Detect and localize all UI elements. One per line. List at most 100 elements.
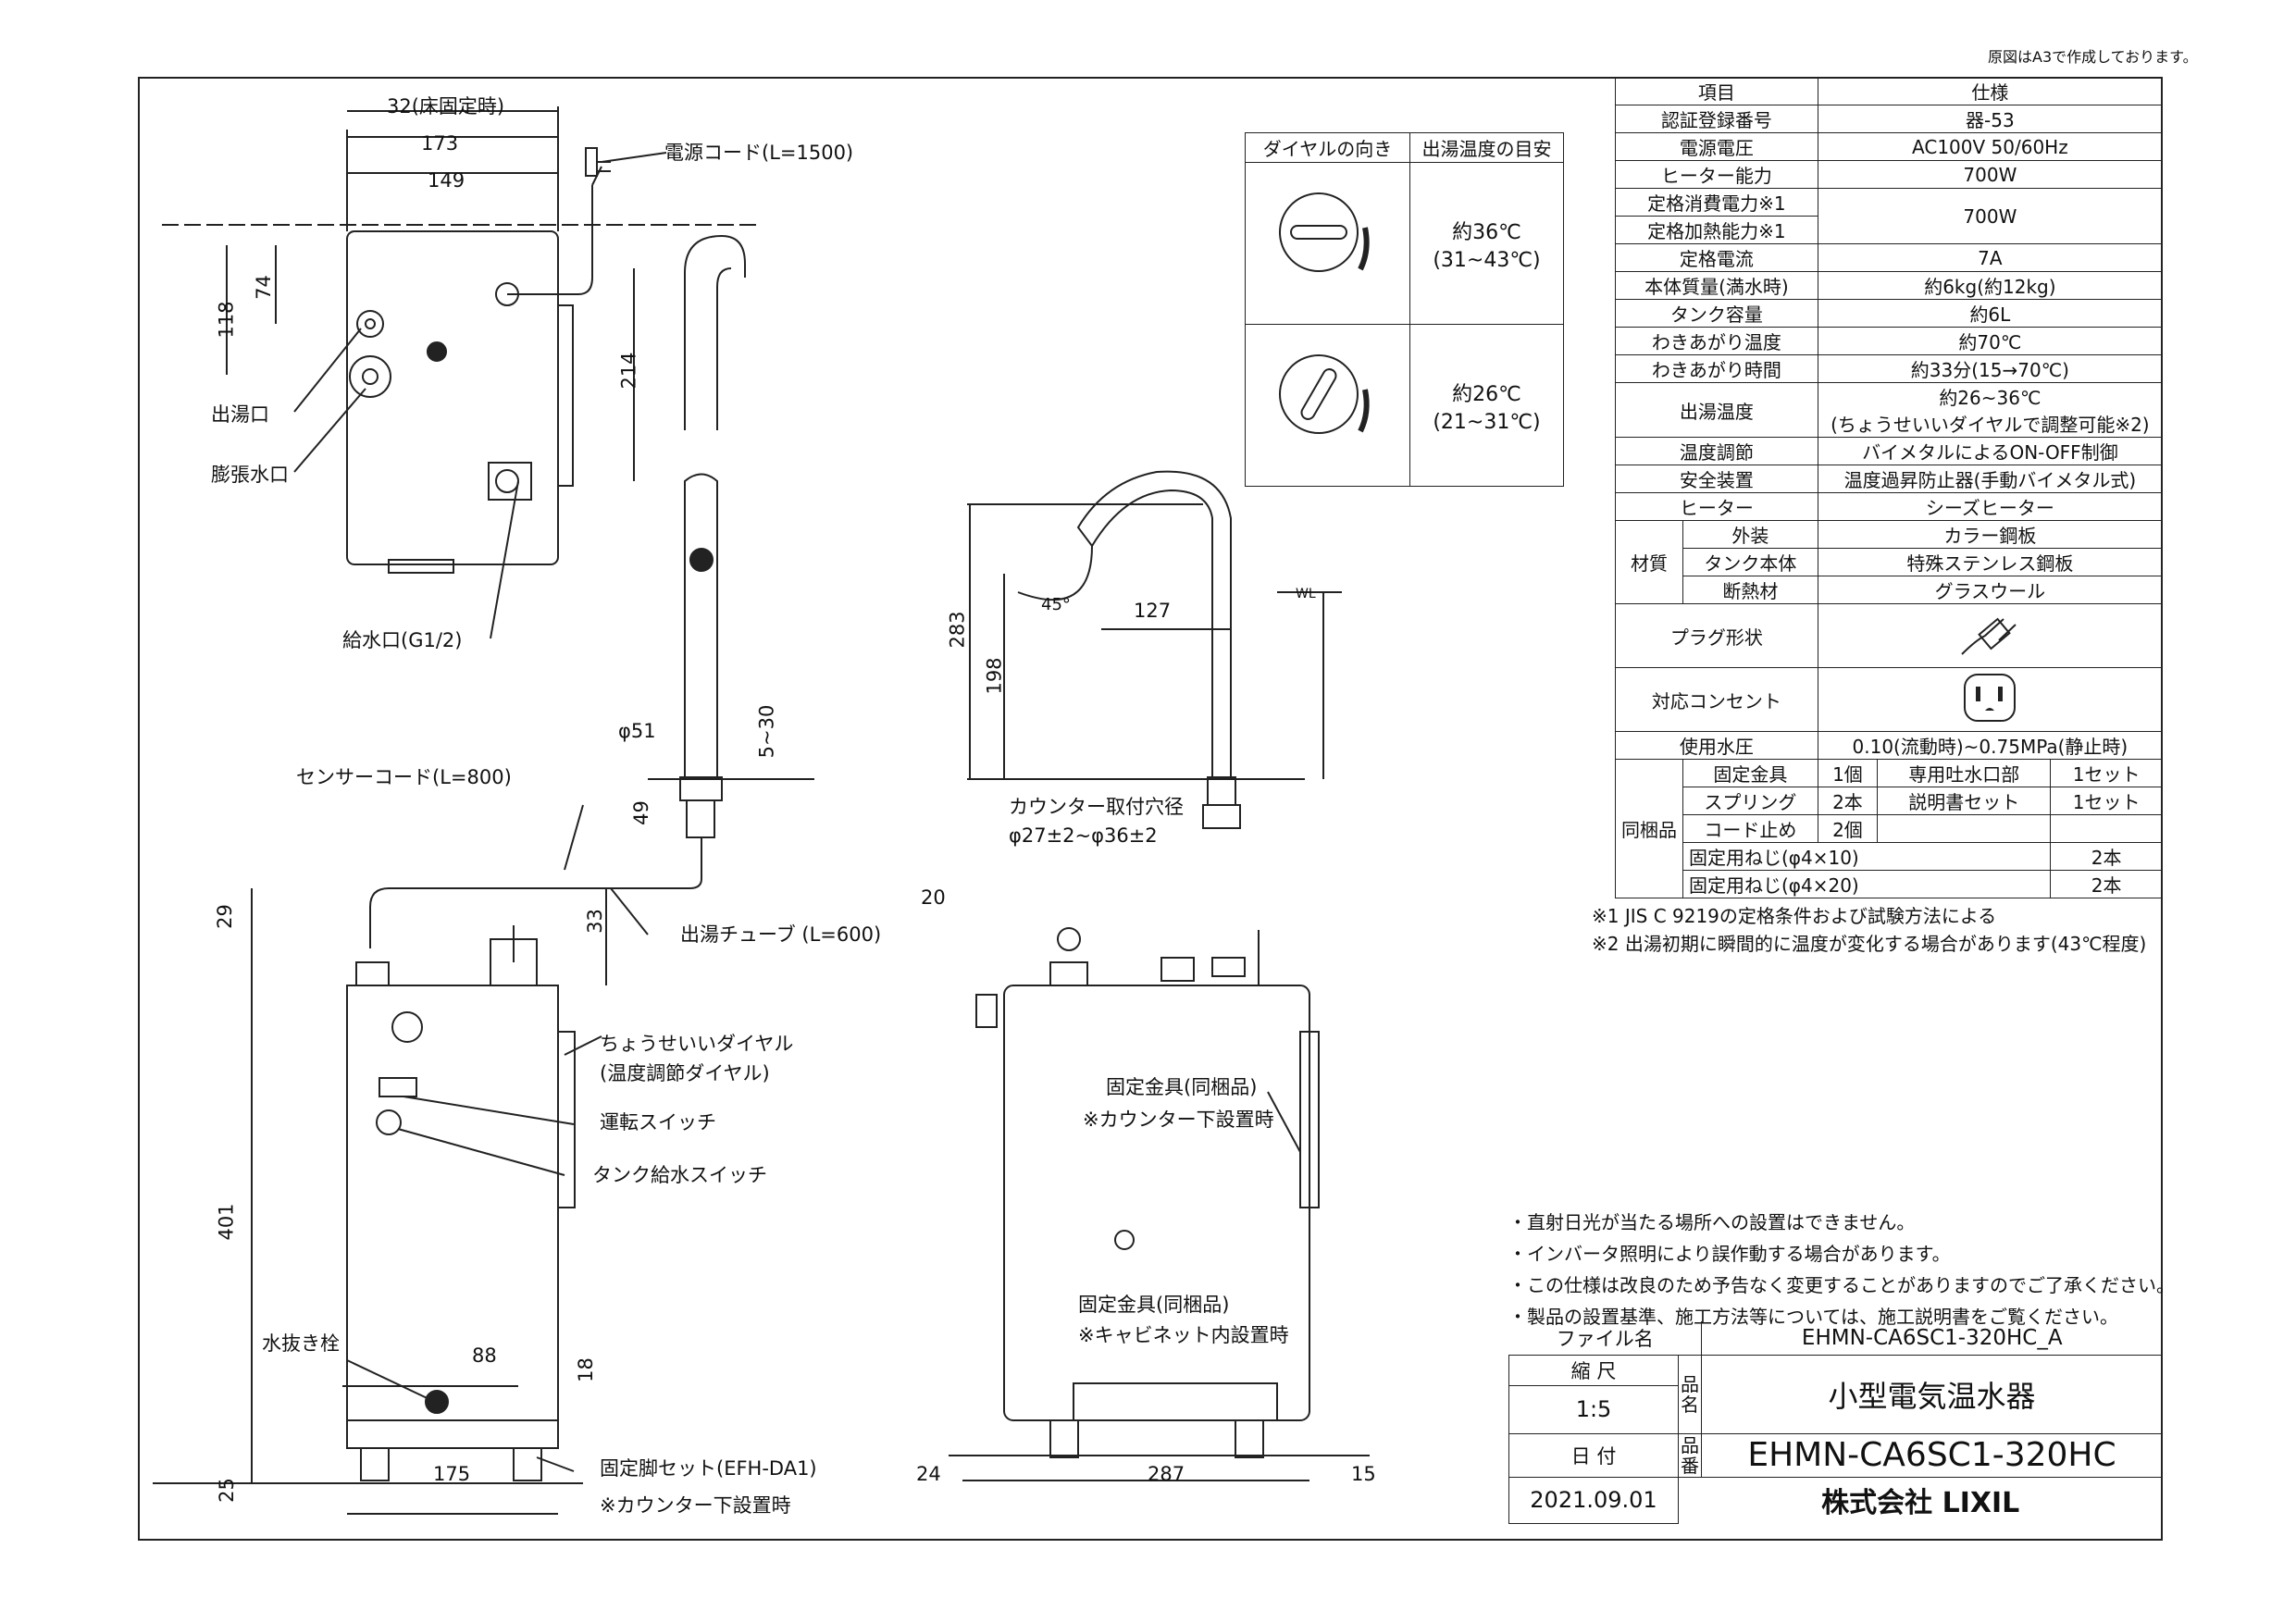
dim-74: 74	[252, 275, 275, 300]
spec-label: 安全装置	[1615, 465, 1818, 493]
dim-5-30: 5~30	[755, 704, 778, 759]
spec-note-1: ※1 JIS C 9219の定格条件および試験方法による	[1592, 905, 1997, 927]
spec-bundle: 同梱品	[1615, 759, 1683, 898]
spec-label: 定格加熱能力※1	[1615, 216, 1818, 244]
bundle-item: 固定用ねじ(φ4×20)	[1682, 870, 2052, 898]
company-logo: 株式会社 LIXIL	[1678, 1476, 2163, 1523]
spec-label: 定格消費電力※1	[1615, 188, 1818, 217]
dim-214: 214	[617, 352, 640, 390]
label-outlet: 出湯口	[211, 403, 269, 426]
dim-198: 198	[983, 657, 1006, 695]
spec-plug-label: プラグ形状	[1615, 603, 1818, 668]
dim-32: 32(床固定時)	[387, 95, 505, 118]
dim-18: 18	[574, 1357, 597, 1382]
label-dial-2: (温度調節ダイヤル)	[600, 1062, 770, 1084]
label-counter-hole: カウンター取付穴径	[1009, 796, 1184, 818]
dial-row2-range: (21~31℃)	[1433, 410, 1541, 434]
spec-value: 約33分(15→70℃)	[1817, 354, 2164, 383]
product-name: 小型電気温水器	[1701, 1354, 2163, 1434]
label-tank-switch: タンク給水スイッチ	[592, 1164, 767, 1186]
dim-29: 29	[213, 904, 236, 929]
file-label: ファイル名	[1508, 1321, 1702, 1356]
bundle-qty: 2本	[1817, 787, 1879, 815]
dial-icon-26	[1245, 324, 1410, 487]
spec-label: わきあがり時間	[1615, 354, 1818, 383]
bundle-qty: 1セット	[2050, 787, 2163, 815]
dial-knob-icon	[1278, 192, 1370, 272]
label-hot-tube: 出湯チューブ (L=600)	[680, 923, 882, 946]
dim-24: 24	[916, 1463, 941, 1485]
note-item: ・インバータ照明により誤作動する場合があります。	[1508, 1243, 1951, 1265]
bundle-item: コード止め	[1682, 814, 1818, 843]
spec-head-spec: 仕様	[1817, 77, 2164, 105]
dial-head-temp: 出湯温度の目安	[1409, 132, 1564, 163]
spec-value: 7A	[1817, 243, 2164, 272]
label-expansion: 膨張水口	[211, 464, 289, 486]
num-label-2: 番	[1681, 1454, 1699, 1477]
spec-mat-label: タンク本体	[1682, 548, 1818, 576]
scale-value: 1:5	[1508, 1384, 1679, 1434]
dial-head-dir: ダイヤルの向き	[1245, 132, 1410, 163]
dial-icon-36	[1245, 162, 1410, 325]
spec-temp-label: 出湯温度	[1615, 382, 1818, 438]
dim-401: 401	[215, 1203, 238, 1241]
spec-label: ヒーター能力	[1615, 160, 1818, 189]
title-block: ファイル名 EHMN-CA6SC1-320HC_A 縮 尺 品名 小型電気温水器…	[1508, 1321, 2163, 1524]
spec-outlet-label: 対応コンセント	[1615, 667, 1818, 732]
spec-temp-1: 約26~36℃	[1939, 387, 2042, 409]
dial-row1-range: (31~43℃)	[1433, 248, 1541, 272]
spec-label: 本体質量(満水時)	[1615, 271, 1818, 300]
dim-173: 173	[421, 132, 459, 155]
label-foot-note: ※カウンター下設置時	[600, 1494, 791, 1517]
label-dial-1: ちょうせいいダイヤル	[600, 1033, 794, 1055]
dim-20: 20	[921, 886, 946, 909]
name-label-2: 名	[1681, 1393, 1699, 1416]
spec-value: 約6L	[1817, 299, 2164, 328]
label-water-inlet: 給水口(G1/2)	[342, 629, 463, 651]
spec-label: タンク容量	[1615, 299, 1818, 328]
spec-mat-value: カラー鋼板	[1817, 520, 2164, 549]
scale-label: 縮 尺	[1508, 1354, 1679, 1386]
bundle-qty: 1個	[1817, 759, 1879, 787]
spec-label: 温度調節	[1615, 437, 1818, 465]
label-bracket-1-note: ※カウンター下設置時	[1083, 1109, 1274, 1131]
spec-value: バイメタルによるON-OFF制御	[1817, 437, 2164, 465]
dim-149: 149	[428, 169, 465, 192]
dial-row1-temp: 約36℃	[1452, 220, 1521, 244]
dim-51: φ51	[618, 720, 656, 742]
bundle-item: 専用吐水口部	[1877, 759, 2052, 787]
spec-value: 器-53	[1817, 105, 2164, 133]
bundle-item: 説明書セット	[1877, 787, 2052, 815]
dim-25: 25	[215, 1478, 238, 1503]
label-bracket-1: 固定金具(同梱品)	[1106, 1076, 1258, 1098]
name-label-1: 品	[1681, 1372, 1699, 1395]
dim-15: 15	[1351, 1463, 1376, 1485]
spec-label: 定格電流	[1615, 243, 1818, 272]
dim-287: 287	[1148, 1463, 1185, 1485]
file-name: EHMN-CA6SC1-320HC_A	[1701, 1321, 2163, 1356]
spec-value: 700W	[1817, 188, 2164, 244]
dim-33: 33	[583, 909, 606, 934]
dim-283: 283	[946, 611, 969, 649]
spec-note-2: ※2 出湯初期に瞬間的に温度が変化する場合があります(43℃程度)	[1592, 933, 2147, 955]
outlet-icon	[1964, 673, 2017, 722]
date-label: 日 付	[1508, 1432, 1679, 1478]
spec-pressure-label: 使用水圧	[1615, 731, 1818, 760]
bundle-item: スプリング	[1682, 787, 1818, 815]
spec-label: 電源電圧	[1615, 132, 1818, 161]
dim-118: 118	[215, 301, 238, 339]
spec-label: ヒーター	[1615, 492, 1818, 521]
bundle-item: 固定用ねじ(φ4×10)	[1682, 842, 2052, 871]
dim-88: 88	[472, 1344, 497, 1367]
spec-value: AC100V 50/60Hz	[1817, 132, 2164, 161]
spec-value: 温度過昇防止器(手動バイメタル式)	[1817, 465, 2164, 493]
label-counter-hole-dim: φ27±2~φ36±2	[1009, 824, 1158, 847]
label-bracket-2-note: ※キャビネット内設置時	[1078, 1324, 1289, 1346]
header-note: 原図はA3で作成しております。	[1988, 48, 2198, 66]
spec-head-item: 項目	[1615, 77, 1818, 105]
spec-value: 約6kg(約12kg)	[1817, 271, 2164, 300]
label-drain: 水抜き栓	[262, 1332, 340, 1355]
notes: ・直射日光が当たる場所への設置はできません。 ・インバータ照明により誤作動する場…	[1508, 1203, 2175, 1333]
label-foot-set: 固定脚セット(EFH-DA1)	[600, 1457, 817, 1480]
